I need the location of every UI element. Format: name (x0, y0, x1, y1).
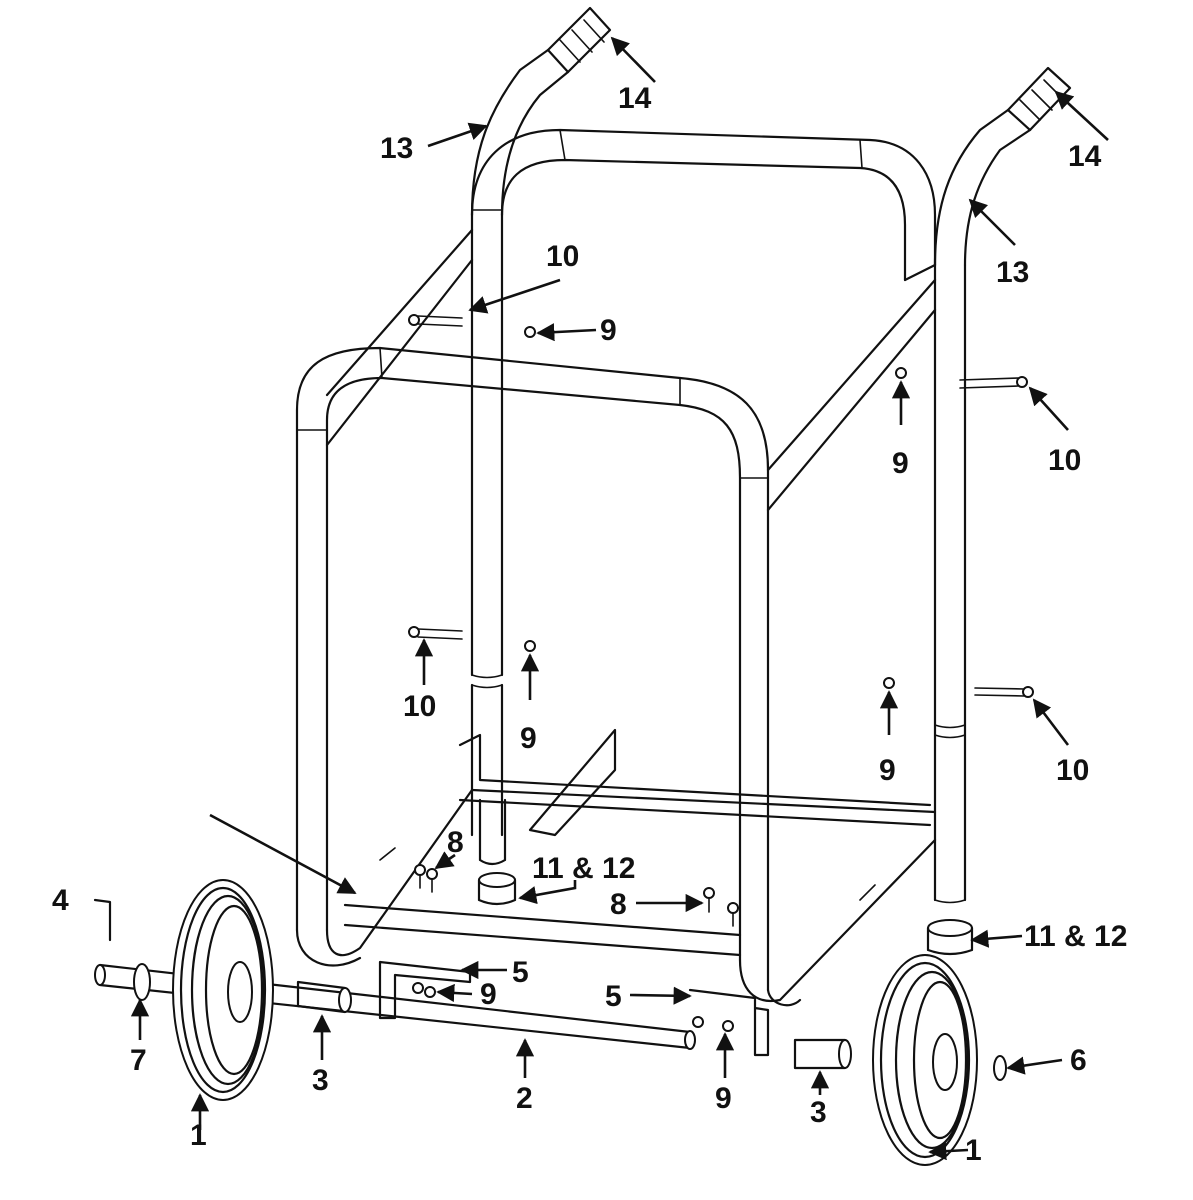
caster-mount-center (477, 872, 517, 906)
callout-1-left: 1 (190, 1119, 207, 1152)
callout-11-12-right: 11 & 12 (1024, 920, 1127, 953)
callout-9-axle-left: 9 (480, 978, 497, 1011)
hub-cap (993, 1055, 1007, 1081)
callout-13-left: 13 (380, 132, 413, 165)
handle-grip-left (546, 6, 612, 74)
callout-labels: 14 13 14 13 10 9 9 10 10 9 9 10 8 11 & 1… (52, 82, 1127, 1167)
callout-9-axle-right: 9 (715, 1082, 732, 1115)
callout-7: 7 (130, 1044, 147, 1077)
nut-9-upper-right (895, 367, 907, 379)
nut-9-upper-left (524, 326, 536, 338)
nuts-9-axle (412, 982, 734, 1032)
callout-4: 4 (52, 884, 69, 917)
callout-6: 6 (1070, 1044, 1087, 1077)
callout-1-right: 1 (965, 1134, 982, 1167)
handle-grip-right (1006, 66, 1072, 132)
callout-2: 2 (516, 1082, 533, 1115)
caster-mount-right (926, 919, 974, 956)
bolt-10-upper-right (959, 376, 1028, 389)
callout-9-upper-right: 9 (892, 447, 909, 480)
washer (133, 963, 151, 1001)
callout-3-right: 3 (810, 1096, 827, 1129)
callout-5-left: 5 (512, 956, 529, 989)
callout-14-right: 14 (1068, 140, 1102, 173)
nut-9-lower-left (524, 640, 536, 652)
callout-10-upper-right: 10 (1048, 444, 1081, 477)
leader-arrows (130, 36, 1109, 1161)
center-post (478, 798, 507, 866)
callout-13-right: 13 (996, 256, 1029, 289)
axle-bracket-right (688, 988, 770, 1057)
callout-11-12-center: 11 & 12 (532, 852, 635, 885)
bolt-10-upper-left (408, 314, 463, 327)
callout-10-lower-right: 10 (1056, 754, 1089, 787)
nut-9-lower-right (883, 677, 895, 689)
front-upper-loop (295, 346, 770, 992)
handle-tube-right (933, 108, 1032, 904)
bolt-10-lower-right (974, 686, 1034, 698)
base-frame (295, 728, 937, 1007)
callout-5-right: 5 (605, 980, 622, 1013)
wheel-left (172, 879, 274, 1101)
bolt-10-lower-left (408, 626, 463, 640)
side-rails (325, 228, 937, 512)
handle-tube-left (470, 48, 570, 837)
callout-9-lower-right: 9 (879, 754, 896, 787)
callout-10-upper-left: 10 (546, 240, 579, 273)
bolts-8-left (414, 864, 438, 893)
bolts-8-right (703, 887, 739, 927)
callout-10-lower-left: 10 (403, 690, 436, 723)
spacer-left (296, 980, 352, 1014)
callout-9-lower-left: 9 (520, 722, 537, 755)
callout-8-right: 8 (610, 888, 627, 921)
spacer-right (793, 1038, 852, 1070)
wheel-right (872, 954, 978, 1166)
cotter-pin (93, 898, 112, 942)
callout-9-upper-left: 9 (600, 314, 617, 347)
rear-upper-loop (470, 128, 937, 282)
hardware (408, 314, 1034, 1032)
callout-3-left: 3 (312, 1064, 329, 1097)
callout-8-left: 8 (447, 826, 464, 859)
frame-assembly (295, 48, 1032, 1007)
callout-14-left: 14 (618, 82, 652, 115)
